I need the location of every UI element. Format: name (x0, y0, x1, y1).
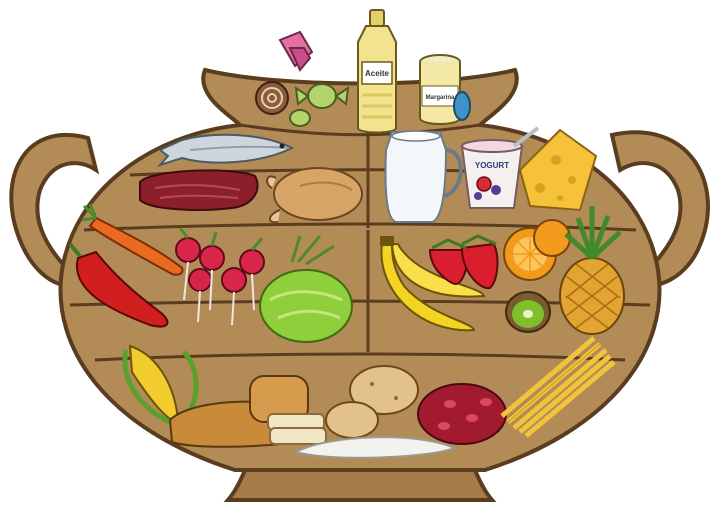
oil-bottle-label: Aceite (365, 69, 390, 78)
kiwi-icon (506, 292, 550, 332)
beans-icon (418, 384, 506, 444)
yogurt-label: YOGURT (475, 161, 509, 170)
can-label: Margarina (426, 95, 455, 101)
meat-icon (140, 170, 258, 210)
oil-bottle-icon: Aceite (358, 10, 396, 133)
pot-base (228, 470, 492, 500)
section-dairy: YOGURT (385, 128, 596, 222)
